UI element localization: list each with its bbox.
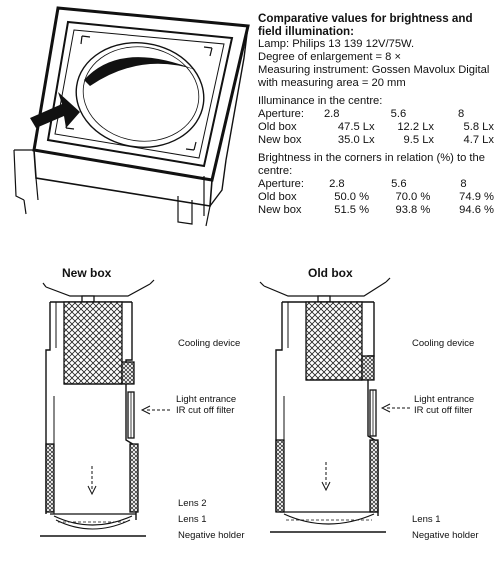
table-cell: 47.5 Lx (337, 121, 375, 133)
table-cell: 8 (460, 178, 467, 190)
old-box-section (259, 277, 410, 533)
table-row: New box 51.5 % 93.8 % 94.6 % (258, 204, 494, 217)
table-cell: 74.9 % (459, 191, 494, 203)
new-box-negative-holder-label: Negative holder (178, 530, 245, 541)
new-box-light-entrance-label: Light entrance (176, 394, 237, 405)
enlarger-box-perspective (13, 6, 250, 227)
old-box-cooling-label: Cooling device (412, 338, 475, 349)
table-cell: 94.6 % (459, 204, 494, 216)
spec-title: Comparative values for brightness and fi… (258, 12, 473, 38)
table-cell: 35.0 Lx (337, 134, 375, 146)
old-box-ir-filter-label: IR cut off filter (414, 405, 473, 416)
table-cell: Old box (258, 121, 297, 133)
new-box-ir-filter-label: IR cut off filter (176, 405, 235, 416)
new-box-lens2-label: Lens 2 (178, 498, 207, 509)
table-cell: 5.6 (391, 178, 407, 190)
old-box-title: Old box (308, 266, 353, 280)
table-row: Old box 47.5 Lx 12.2 Lx 5.8 Lx (258, 121, 494, 134)
table-cell: 5.8 Lx (463, 121, 494, 133)
old-box-light-entrance-label: Light entrance (414, 394, 475, 405)
spec-enlargement: Degree of enlargement = 8 × (258, 51, 402, 63)
new-box-title: New box (62, 266, 112, 280)
new-box-cooling-label: Cooling device (178, 338, 241, 349)
old-box-lens1-label: Lens 1 (412, 514, 441, 525)
table-cell: New box (258, 204, 302, 216)
table-cell: 93.8 % (395, 204, 431, 216)
illuminance-heading: Illuminance in the centre: (258, 95, 383, 107)
table-cell: 70.0 % (395, 191, 431, 203)
table-cell: 51.5 % (334, 204, 370, 216)
table-header-row: Aperture: 2.8 5.6 8 (258, 178, 494, 191)
table-cell: Old box (258, 191, 297, 203)
table-cell: 50.0 % (334, 191, 370, 203)
table-cell: 5.6 (390, 108, 407, 120)
table-cell: 4.7 Lx (463, 134, 494, 146)
table-cell: 12.2 Lx (397, 121, 435, 133)
illuminance-table: Aperture: 2.8 5.6 8 Old box 47.5 Lx 12.2… (258, 108, 494, 147)
table-cell: 8 (458, 108, 465, 120)
table-header-row: Aperture: 2.8 5.6 8 (258, 108, 494, 121)
brightness-heading: Brightness in the corners in relation (%… (258, 152, 485, 177)
table-cell: Aperture: (258, 108, 305, 120)
table-cell: Aperture: (258, 178, 305, 190)
new-box-lens1-label: Lens 1 (178, 514, 207, 525)
table-cell: 2.8 (329, 178, 345, 190)
old-box-negative-holder-label: Negative holder (412, 530, 479, 541)
table-row: New box 35.0 Lx 9.5 Lx 4.7 Lx (258, 134, 494, 147)
spec-lamp: Lamp: Philips 13 139 12V/75W. (258, 38, 415, 50)
brightness-table: Aperture: 2.8 5.6 8 Old box 50.0 % 70.0 … (258, 178, 494, 217)
table-row: Old box 50.0 % 70.0 % 74.9 % (258, 191, 494, 204)
table-cell: 9.5 Lx (403, 134, 435, 146)
table-cell: 2.8 (323, 108, 340, 120)
new-box-section (40, 279, 170, 537)
table-cell: New box (258, 134, 302, 146)
spec-block: Comparative values for brightness and fi… (258, 12, 494, 217)
spec-instrument: Measuring instrument: Gossen Mavolux Dig… (258, 64, 490, 89)
